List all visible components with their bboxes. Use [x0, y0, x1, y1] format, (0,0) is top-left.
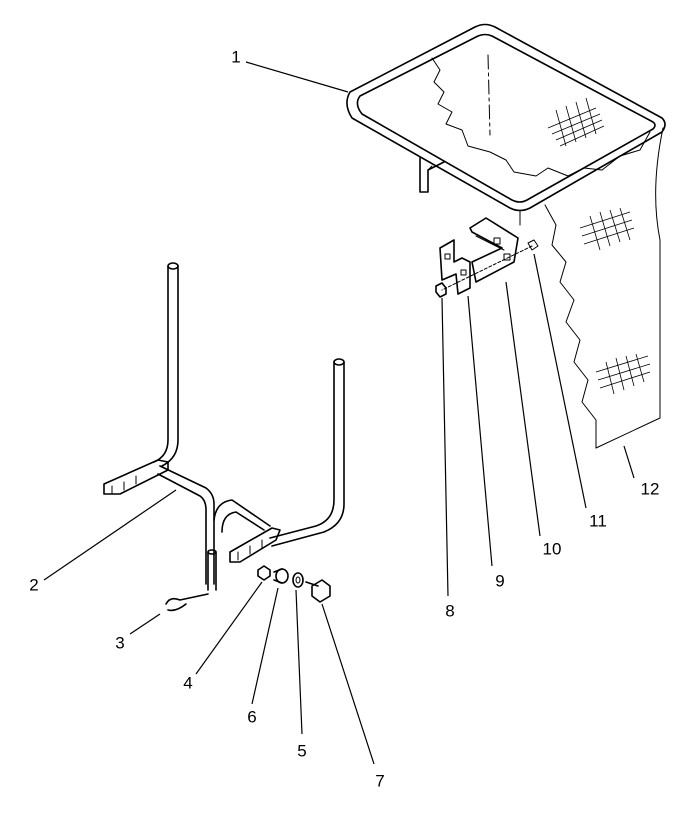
- callout-6: 6: [247, 707, 256, 726]
- callout-12: 12: [641, 479, 660, 498]
- leader-7: [321, 603, 375, 765]
- callout-10: 10: [543, 539, 562, 558]
- callout-8: 8: [445, 601, 454, 620]
- hanger-bracket: [469, 217, 519, 283]
- callout-7: 7: [375, 771, 384, 790]
- bag-frame: [346, 23, 666, 226]
- callout-11: 11: [589, 511, 607, 530]
- leader-10: [505, 281, 541, 537]
- callout-4: 4: [183, 673, 192, 692]
- nut-4: [257, 565, 271, 581]
- leader-4: [195, 581, 263, 675]
- leader-2: [43, 489, 177, 581]
- leader-3: [129, 613, 161, 635]
- leader-5: [295, 589, 303, 735]
- leader-9: [467, 295, 493, 567]
- hairpin-clip: [165, 593, 209, 612]
- mesh-patch-middle: [579, 207, 635, 251]
- leader-6: [251, 587, 279, 705]
- nut-8: [435, 282, 447, 298]
- mesh-patch-bottom: [595, 353, 651, 395]
- spacer-6: [273, 568, 289, 584]
- callout-2: 2: [29, 575, 38, 594]
- leader-12: [623, 445, 635, 479]
- bolt-11: [441, 239, 539, 291]
- mounting-plate: [439, 239, 471, 295]
- callout-5: 5: [297, 741, 306, 760]
- leader-lines: [43, 61, 635, 765]
- mesh-patch-top: [547, 97, 605, 147]
- callout-labels: 1 2 3 4 5 6 7 8 9 10 11 12: [29, 47, 659, 790]
- callout-3: 3: [115, 633, 124, 652]
- washer-5: [292, 572, 304, 588]
- leader-1: [245, 61, 349, 93]
- support-frame: [103, 262, 345, 591]
- leader-11: [533, 253, 587, 509]
- callout-9: 9: [495, 571, 504, 590]
- bolt-7: [305, 579, 331, 603]
- grass-bag: [431, 57, 664, 449]
- leader-8: [441, 297, 449, 597]
- callout-1: 1: [231, 47, 240, 66]
